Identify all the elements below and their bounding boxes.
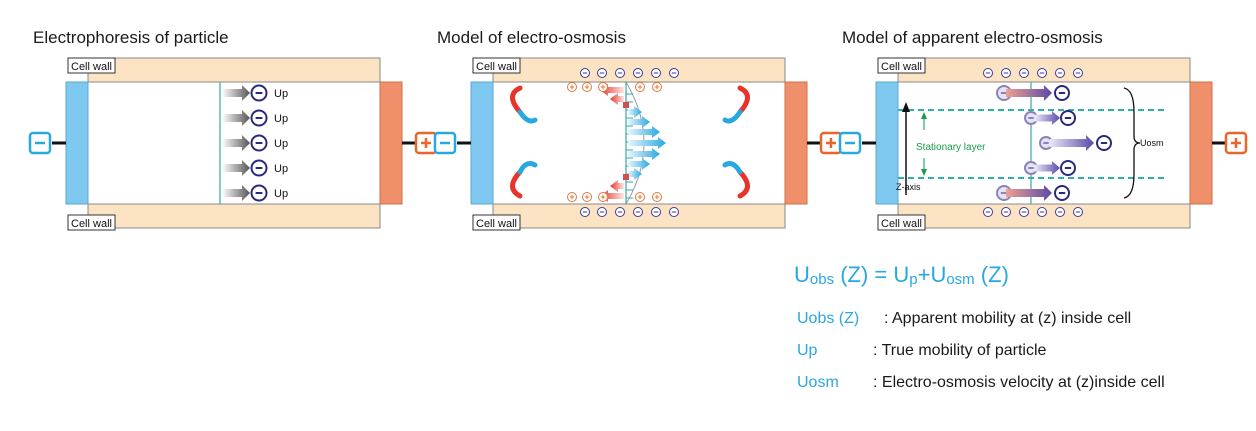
- panel1-anode: [379, 81, 403, 205]
- panel3-cell-wall-top-text: Cell wall: [881, 61, 922, 73]
- panel3-arrow-4: [1006, 185, 1052, 201]
- panel2-anode: [784, 81, 808, 205]
- panel1-up-label-3: Up: [274, 163, 288, 175]
- panel3-stationary-layer-arrow-up-head: [921, 112, 927, 119]
- legend-term-up: Up: [797, 342, 818, 359]
- panel2-stationary-marker-bottom: [623, 174, 629, 180]
- panel3-cell-wall-top-box: [877, 57, 926, 74]
- panel1-cathode: [65, 81, 89, 205]
- panel1-up-label-4: Up: [274, 188, 288, 200]
- panel1-up-arrow-4: [222, 185, 250, 201]
- panel2-cell-wall-bottom-text: Cell wall: [476, 218, 517, 230]
- panel3-arrow-2: [1050, 135, 1094, 151]
- panel2-circulation-red-left-top: [510, 85, 523, 115]
- panel1-up-label-0: Up: [274, 88, 288, 100]
- panel1-up-arrow-3: [222, 160, 250, 176]
- panel2-circulation-blue-left-top: [517, 109, 538, 124]
- legend-desc-uosm: : Electro-osmosis velocity at (z)inside …: [873, 374, 1165, 391]
- panel1-top-wall: [87, 57, 381, 83]
- panel2-circulation-blue-right-bottom: [722, 161, 743, 175]
- panel2-backflow-arrow-2: [610, 180, 624, 192]
- panel3-cell-wall-bottom-box: [877, 214, 926, 231]
- panel1-up-arrow-0: [222, 85, 250, 101]
- panel2-forward-arrow-1: [628, 116, 650, 128]
- panel2-forward-arrow-5: [628, 158, 650, 170]
- panel-title-electro-osmosis: Model of electro-osmosis: [437, 28, 626, 47]
- panel-title-apparent-electro-osmosis: Model of apparent electro-osmosis: [842, 28, 1103, 47]
- legend-term-uobs: Uobs (Z): [797, 310, 860, 327]
- panel1-cell-wall-bottom-text: Cell wall: [71, 218, 112, 230]
- panel3-anode: [1189, 81, 1213, 205]
- panel2-circulation-blue-right-top: [722, 109, 743, 124]
- panel1-up-label-2: Up: [274, 138, 288, 150]
- legend-desc-uobs: : Apparent mobility at (z) inside cell: [884, 310, 1132, 327]
- panel2-forward-arrow-4: [628, 148, 660, 160]
- panel2-circulation-blue-left-bottom: [517, 161, 538, 175]
- panel2-stationary-marker-top: [623, 102, 629, 108]
- panel2-cell-wall-bottom-box: [472, 214, 521, 231]
- panel1-up-arrow-1: [222, 110, 250, 126]
- panel3-uosm-label: Uosm: [1140, 138, 1164, 148]
- panel2-circulation-red-left-bottom: [510, 169, 523, 199]
- panel2-backflow-arrow-1: [610, 93, 624, 105]
- panel-title-electrophoresis: Electrophoresis of particle: [33, 28, 229, 47]
- panel2-forward-arrow-0: [628, 106, 642, 118]
- panel1-cell-wall-bottom-box: [67, 214, 116, 231]
- panel2-cathode: [470, 81, 494, 205]
- panel1-bottom-wall: [87, 203, 381, 229]
- panel2-forward-arrow-2: [628, 126, 660, 138]
- panel3-stationary-layer-label: Stationary layer: [916, 142, 986, 153]
- panel2-circulation-red-right-top: [737, 85, 750, 115]
- panel3-cell-wall-bottom-text: Cell wall: [881, 218, 922, 230]
- panel3-z-axis-head: [902, 102, 910, 112]
- panel2-cell-wall-top-box: [472, 57, 521, 74]
- panel3-cathode: [875, 81, 899, 205]
- panel3-arrow-3: [1035, 161, 1060, 175]
- panel2-cell-wall-top-text: Cell wall: [476, 61, 517, 73]
- equation: Uobs (Z) = Up+Uosm (Z): [794, 262, 1009, 288]
- panel2-circulation-red-right-bottom: [737, 169, 750, 199]
- panel3-uosm-brace: [1123, 87, 1141, 199]
- panel3-stationary-layer-arrow-down-head: [921, 169, 927, 176]
- panel1-cell-wall-top-text: Cell wall: [71, 61, 112, 73]
- legend-desc-up: : True mobility of particle: [873, 342, 1047, 359]
- panel1-up-arrow-2: [222, 135, 250, 151]
- panel3-z-axis-label: Z-axis: [896, 182, 921, 192]
- panel1-up-label-1: Up: [274, 113, 288, 125]
- legend-term-uosm: Uosm: [797, 374, 839, 391]
- panel2-forward-arrow-3: [628, 137, 666, 149]
- panel2-forward-arrow-6: [628, 168, 642, 180]
- panel3-arrow-1: [1035, 111, 1060, 125]
- panel1-cell-wall-top-box: [67, 57, 116, 74]
- panel3-arrow-0: [1006, 85, 1052, 101]
